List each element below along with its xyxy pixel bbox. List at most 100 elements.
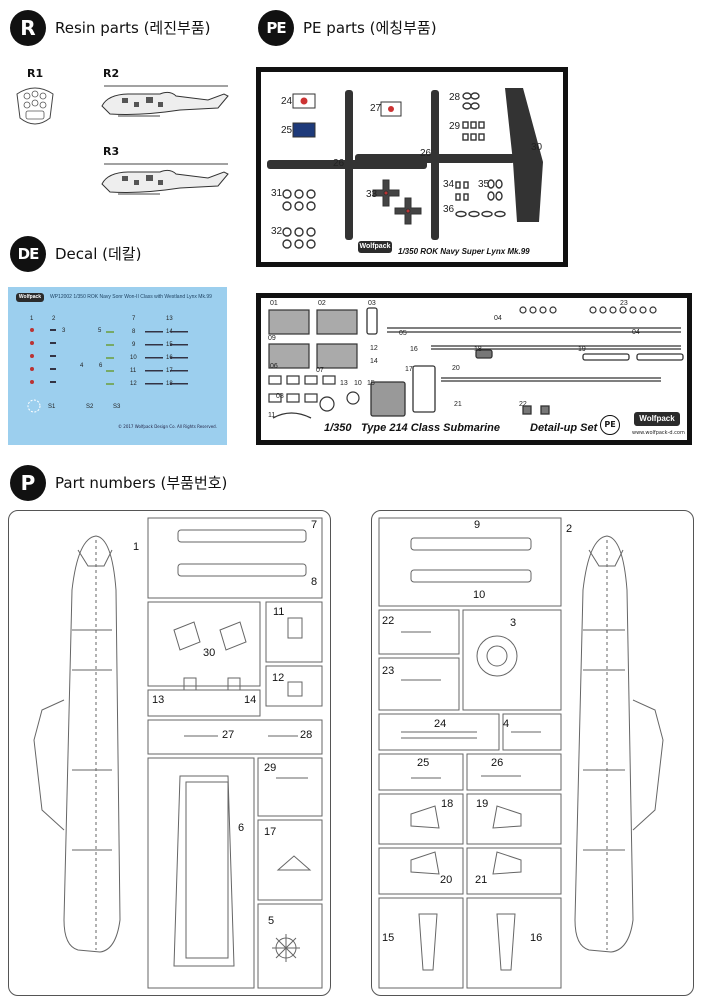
right-pn-3: 3 xyxy=(510,617,517,629)
pe1-caption: 1/350 ROK Navy Super Lynx Mk.99 xyxy=(398,247,530,256)
decal-num-9: 9 xyxy=(132,342,136,348)
resin-part-r2-helicopter xyxy=(101,85,229,117)
left-pn-30: 30 xyxy=(203,647,216,659)
pe2-label-20: 20 xyxy=(452,365,460,372)
pe-badge: PE xyxy=(258,10,294,46)
left-pn-12: 12 xyxy=(272,672,285,684)
left-pn-11: 11 xyxy=(273,606,285,618)
decal-s3: S3 xyxy=(113,404,121,410)
resin-part-label-r2: R2 xyxy=(103,67,120,80)
pe1-label-28: 28 xyxy=(449,92,461,103)
right-pn-19: 19 xyxy=(476,798,489,810)
pe2-label-06: 06 xyxy=(270,363,278,370)
pe2-pe-mark: PE xyxy=(600,415,620,435)
pe1-label-27: 27 xyxy=(370,103,382,114)
decal-s1: S1 xyxy=(48,404,56,410)
decal-badge: DE xyxy=(10,236,46,272)
pe2-caption-title: Type 214 Class Submarine xyxy=(361,422,500,434)
resin-title: Resin parts (레진부품) xyxy=(55,19,211,37)
pe1-label-29: 29 xyxy=(449,121,461,132)
left-pn-27: 27 xyxy=(222,729,235,741)
pe2-url: www.wolfpack-d.com xyxy=(632,430,685,436)
decal-header: WP12002 1/350 ROK Navy Sonr Won-II Class… xyxy=(50,294,212,300)
right-pn-22: 22 xyxy=(382,615,395,627)
pe2-label-14: 14 xyxy=(370,358,378,365)
pe1-label-24: 24 xyxy=(281,96,293,107)
pe2-label-05: 05 xyxy=(399,330,407,337)
pe2-label-07: 07 xyxy=(316,367,324,374)
right-pn-18: 18 xyxy=(441,798,454,810)
left-pn-6: 6 xyxy=(238,822,245,834)
right-pn-9: 9 xyxy=(474,519,481,531)
decal-num-4: 4 xyxy=(80,363,84,369)
decal-num-3: 3 xyxy=(62,328,66,334)
right-pn-4: 4 xyxy=(503,718,510,730)
pe2-label-11: 11 xyxy=(268,412,276,419)
pe2-label-18: 18 xyxy=(474,346,482,353)
decal-num-11: 11 xyxy=(130,368,137,374)
left-pn-7: 7 xyxy=(311,519,318,531)
pe2-label-19: 19 xyxy=(578,346,586,353)
pe2-label-15: 15 xyxy=(367,380,375,387)
pe2-label-04a: 04 xyxy=(494,315,502,322)
decal-num-12: 12 xyxy=(130,381,137,387)
pe-sheet-submarine-parts xyxy=(268,306,684,419)
resin-part-label-r1: R1 xyxy=(27,67,44,80)
pe2-label-16: 16 xyxy=(410,346,418,353)
right-pn-21: 21 xyxy=(475,874,488,886)
right-sprue-drawing xyxy=(378,517,664,989)
decal-copyright: © 2017 Wolfpack Design Co. All Rights Re… xyxy=(118,424,217,429)
decal-wolfpack-logo: Wolfpack xyxy=(16,293,44,302)
left-pn-17: 17 xyxy=(264,826,277,838)
left-pn-1: 1 xyxy=(133,541,140,553)
pe2-label-12: 12 xyxy=(370,345,378,352)
decal-num-1: 1 xyxy=(30,316,34,322)
pe2-label-13: 13 xyxy=(340,380,348,387)
pe1-label-36: 36 xyxy=(443,204,455,215)
right-pn-2: 2 xyxy=(566,523,573,535)
pe2-label-08: 08 xyxy=(276,393,284,400)
decal-num-15: 15 xyxy=(166,342,173,348)
resin-part-r1-drawing xyxy=(16,87,54,125)
left-pn-29: 29 xyxy=(264,762,277,774)
pe1-label-26b: 26 xyxy=(420,148,432,159)
resin-part-label-r3: R3 xyxy=(103,145,120,158)
right-pn-26: 26 xyxy=(491,757,504,769)
right-pn-15: 15 xyxy=(382,932,395,944)
left-pn-8: 8 xyxy=(311,576,318,588)
pe2-label-04b: 04 xyxy=(632,329,640,336)
pe2-label-02: 02 xyxy=(318,300,326,307)
decal-num-8: 8 xyxy=(132,329,136,335)
pe2-label-17: 17 xyxy=(405,366,413,373)
right-pn-25: 25 xyxy=(417,757,430,769)
pe2-label-21: 21 xyxy=(454,401,462,408)
decal-num-13: 13 xyxy=(166,316,173,322)
left-pn-13: 13 xyxy=(152,694,165,706)
decal-title: Decal (데칼) xyxy=(55,245,142,263)
decal-sheet xyxy=(8,287,227,445)
pe1-label-34: 34 xyxy=(443,179,455,190)
pe1-label-35: 35 xyxy=(478,179,490,190)
pe2-label-03: 03 xyxy=(368,300,376,307)
decal-num-18: 18 xyxy=(166,381,173,387)
pe1-label-25: 25 xyxy=(281,125,293,136)
decal-num-5: 5 xyxy=(98,328,102,334)
left-pn-14: 14 xyxy=(244,694,257,706)
pe2-wolfpack-logo: Wolfpack xyxy=(634,412,680,426)
pe1-label-26a: 26 xyxy=(333,158,345,169)
left-sprue-frame xyxy=(8,510,331,996)
part-numbers-title: Part numbers (부품번호) xyxy=(55,474,228,492)
pe-title: PE parts (에칭부품) xyxy=(303,19,437,37)
decal-num-14: 14 xyxy=(166,329,173,335)
right-pn-23: 23 xyxy=(382,665,395,677)
decal-num-16: 16 xyxy=(166,355,173,361)
pe2-caption-right: Detail-up Set xyxy=(530,422,598,434)
pe1-label-33: 33 xyxy=(366,189,378,200)
pe1-label-32: 32 xyxy=(271,226,283,237)
decal-num-7: 7 xyxy=(132,316,136,322)
pe2-label-22: 22 xyxy=(519,401,527,408)
left-pn-28: 28 xyxy=(300,729,313,741)
decal-markings xyxy=(27,328,188,413)
pe2-label-23: 23 xyxy=(620,300,628,307)
pe2-label-01: 01 xyxy=(270,300,278,307)
